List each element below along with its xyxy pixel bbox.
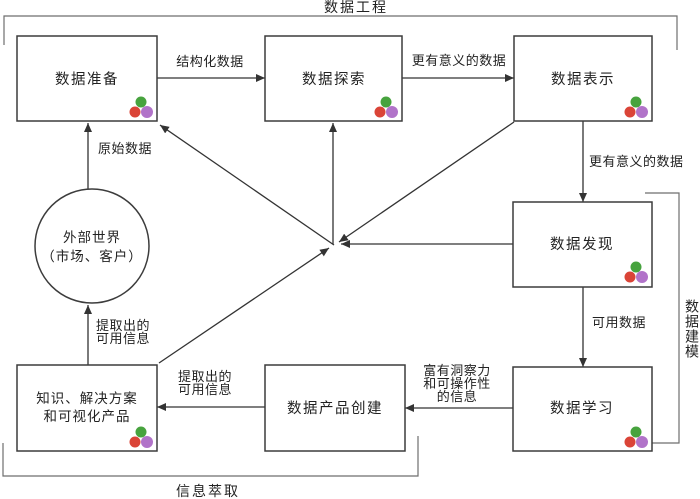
green-dot-icon — [630, 426, 642, 438]
red-dot-icon — [624, 106, 636, 118]
data-preparation-label: 数据准备 — [55, 71, 119, 88]
extracted-info-left-label: 提取出的 可用信息 — [96, 318, 150, 347]
purple-dot-icon — [636, 106, 648, 118]
red-dot-icon — [624, 271, 636, 283]
status-dots — [374, 96, 398, 118]
red-dot-icon — [624, 436, 636, 448]
svg-text:富有洞察力: 富有洞察力 — [423, 363, 491, 379]
purple-dot-icon — [141, 436, 153, 448]
data-product-creation-label: 数据产品创建 — [287, 400, 383, 417]
purple-dot-icon — [636, 271, 648, 283]
external-world-circle — [34, 188, 150, 304]
extracted-info-mid-label: 提取出的 可用信息 — [178, 369, 232, 398]
data-engineering-bracket-label: 数据工程 — [324, 0, 388, 16]
usable-data-label: 可用数据 — [592, 316, 646, 331]
green-dot-icon — [135, 96, 147, 108]
svg-text:可用信息: 可用信息 — [96, 331, 150, 347]
external-world-label-line1: 外部世界 — [63, 230, 121, 246]
meaningful-data-right-label: 更有意义的数据 — [589, 154, 684, 170]
data-discovery-label: 数据发现 — [550, 236, 614, 253]
red-dot-icon — [374, 106, 386, 118]
green-dot-icon — [630, 261, 642, 273]
knowledge-solutions-box — [16, 364, 158, 452]
meaningful-data-top-label: 更有意义的数据 — [412, 53, 507, 69]
raw-data-label: 原始数据 — [98, 142, 152, 157]
status-dots — [129, 426, 153, 448]
data-modeling-bracket-label: 数据建模 — [683, 299, 699, 359]
node-knowledge-solutions: 知识、解决方案 和可视化产品 — [16, 364, 158, 452]
structured-data-label: 结构化数据 — [176, 55, 244, 70]
data-learning-label: 数据学习 — [550, 400, 614, 417]
arrow-representation-to-junction — [338, 121, 515, 243]
svg-text:可用信息: 可用信息 — [178, 382, 232, 398]
green-dot-icon — [380, 96, 392, 108]
data-exploration-label: 数据探索 — [302, 71, 366, 88]
insightful-info-label: 富有洞察力 和可操作性 的信息 — [423, 363, 491, 405]
purple-dot-icon — [636, 436, 648, 448]
node-data-preparation: 数据准备 — [16, 35, 158, 122]
data-product-creation-box — [264, 364, 406, 452]
info-extraction-bracket — [2, 436, 419, 477]
green-dot-icon — [630, 96, 642, 108]
svg-text:提取出的: 提取出的 — [96, 318, 150, 334]
node-data-discovery: 数据发现 — [512, 201, 653, 288]
purple-dot-icon — [141, 106, 153, 118]
purple-dot-icon — [386, 106, 398, 118]
status-dots — [624, 96, 648, 118]
node-data-representation: 数据表示 — [513, 35, 653, 122]
data-engineering-bracket — [3, 15, 678, 50]
arrow-knowledge-to-junction — [158, 247, 330, 364]
svg-text:提取出的: 提取出的 — [178, 369, 232, 385]
node-data-exploration: 数据探索 — [264, 35, 403, 122]
node-data-learning: 数据学习 — [512, 366, 653, 452]
status-dots — [624, 426, 648, 448]
svg-text:的信息: 的信息 — [437, 389, 478, 405]
red-dot-icon — [129, 106, 141, 118]
node-data-product-creation: 数据产品创建 — [264, 364, 406, 452]
external-world-label-line2: （市场、客户） — [41, 248, 143, 265]
green-dot-icon — [135, 426, 147, 438]
arrow-junction-to-preparation — [159, 124, 335, 246]
status-dots — [129, 96, 153, 118]
status-dots — [624, 261, 648, 283]
data-representation-label: 数据表示 — [551, 71, 615, 88]
knowledge-solutions-label-line1: 知识、解决方案 — [36, 390, 138, 407]
knowledge-solutions-label-line2: 和可视化产品 — [44, 409, 131, 425]
data-preparation-box — [16, 35, 158, 122]
info-extraction-bracket-label: 信息萃取 — [176, 483, 240, 499]
red-dot-icon — [129, 436, 141, 448]
node-external-world: 外部世界 （市场、客户） — [34, 188, 150, 304]
svg-text:和可操作性: 和可操作性 — [423, 376, 491, 392]
data-modeling-bracket — [645, 192, 680, 444]
